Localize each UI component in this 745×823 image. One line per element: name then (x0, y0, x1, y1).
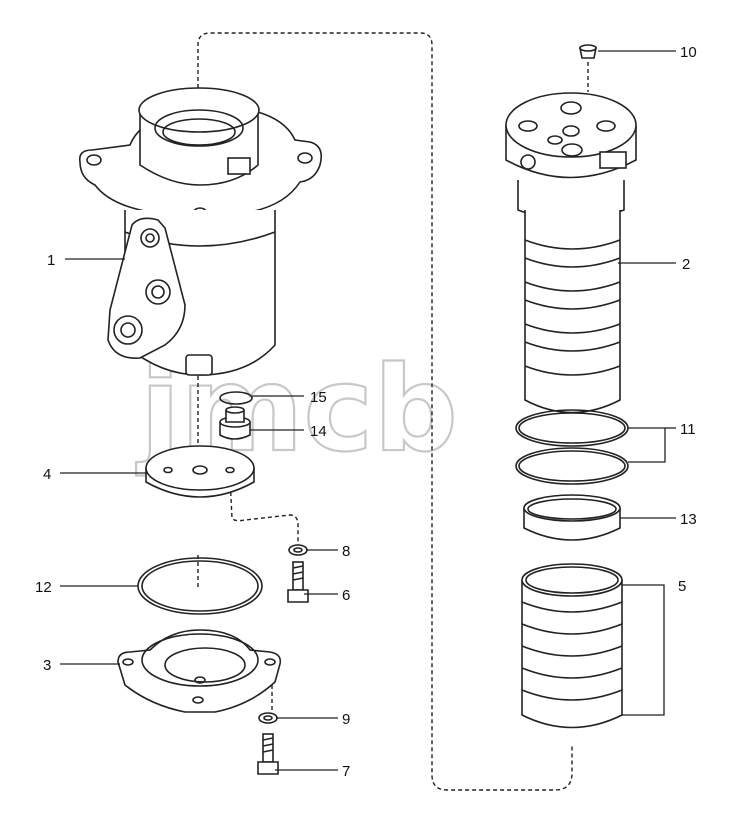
part-10-plug (579, 44, 597, 59)
washer-9 (258, 712, 278, 724)
housing-bore-outer (154, 109, 244, 147)
ring-11-upper-outer (515, 409, 629, 447)
callout-5: 5 (678, 578, 686, 595)
rotor-hole-top (560, 101, 582, 115)
port-upper (140, 228, 160, 248)
assembly-path-bolt-6 (229, 477, 299, 545)
o-ring-12-outer (137, 557, 263, 615)
rotor-hole-lower-left (547, 135, 563, 145)
o-ring-15 (219, 391, 253, 405)
housing-bottom-stub (185, 354, 213, 376)
callout-3: 3 (43, 657, 51, 674)
rotor-shaft (524, 210, 621, 414)
o-ring-12-inner (141, 560, 259, 612)
rotor-grooves (524, 239, 621, 376)
port-middle (145, 279, 171, 305)
rotor-hole-left (518, 120, 538, 132)
part-11-rings (515, 409, 629, 485)
cover-3-hole-right (264, 658, 276, 666)
rotor-key (599, 151, 627, 169)
washer-9-hole (263, 715, 273, 721)
port-middle-inner (151, 285, 165, 299)
cover-3-recess (164, 647, 246, 683)
callout-13: 13 (680, 511, 697, 528)
ring-11-lower-outer (515, 447, 629, 485)
part-14-plug (219, 406, 251, 440)
callout-6: 6 (342, 587, 350, 604)
part-4-plate (145, 445, 255, 498)
bolt-7-thread (262, 737, 274, 753)
callout-2: 2 (682, 256, 690, 273)
plug-10-top (579, 44, 597, 52)
ring-stack-top-inner (525, 566, 619, 594)
part-5-ring-stack (521, 563, 623, 729)
part-2-rotor (505, 92, 637, 414)
callout-labels: 1 2 3 4 5 6 7 8 9 10 11 12 13 14 15 (35, 44, 697, 780)
part-3-cover (117, 629, 282, 713)
ring-11-lower-inner (518, 450, 626, 482)
callout-15: 15 (310, 389, 327, 406)
callout-14: 14 (310, 423, 327, 440)
cover-3-center-hole (194, 676, 206, 684)
part-9-washer (258, 712, 278, 724)
port-lower (113, 315, 143, 345)
part-8-washer (288, 544, 308, 556)
washer-8 (288, 544, 308, 556)
callout-11: 11 (680, 421, 696, 438)
callout-8: 8 (342, 543, 350, 560)
part-12-o-ring (137, 557, 263, 615)
cover-3-body (117, 629, 282, 713)
plate-4-center-hole (192, 465, 208, 475)
housing-key (227, 157, 251, 175)
callout-10: 10 (680, 44, 697, 61)
rotor-side-port (520, 154, 536, 170)
port-lower-inner (120, 322, 136, 338)
part-13-band (523, 494, 621, 541)
plate-4-hole-left (163, 466, 173, 474)
rotor-hole-center (562, 125, 580, 137)
flange-hole-right (297, 152, 313, 164)
band-13-inner (527, 498, 617, 520)
rotor-hole-right (596, 120, 616, 132)
housing-bore-inner (162, 118, 236, 146)
callout-9: 9 (342, 711, 350, 728)
part-1-housing (78, 87, 323, 376)
ring-stack-top (521, 563, 623, 597)
part-6-bolt (287, 561, 309, 603)
callout-12: 12 (35, 579, 52, 596)
band-13-top (523, 494, 621, 522)
part-7-bolt (257, 733, 279, 775)
bolt-6-head (287, 589, 309, 603)
washer-8-hole (293, 547, 303, 553)
ring-stack-dividers (521, 601, 623, 701)
plate-4-face (145, 445, 255, 491)
cover-3-hole-front (192, 696, 204, 704)
ring-11-upper-inner (518, 412, 626, 444)
plug-14-stem-top (225, 406, 245, 414)
cover-3-hole-left (122, 658, 134, 666)
callout-1: 1 (47, 252, 55, 269)
leader-5 (622, 584, 665, 716)
plate-4-hole-right (225, 466, 235, 474)
cover-3-rim (141, 633, 259, 687)
part-15-o-ring (219, 391, 253, 405)
bolt-6-thread (292, 565, 304, 581)
assembly-path-lines (197, 32, 589, 791)
rotor-head-top (505, 92, 637, 158)
flange-hole-left (86, 154, 102, 166)
callout-4: 4 (43, 466, 51, 483)
callout-7: 7 (342, 763, 350, 780)
ring-stack-body (521, 580, 623, 729)
port-upper-inner (145, 233, 155, 243)
rotor-hole-lower (561, 143, 583, 157)
leader-11 (628, 427, 666, 463)
leader-lines (60, 50, 676, 771)
assembly-path-main (197, 32, 573, 791)
bolt-7-head (257, 761, 279, 775)
